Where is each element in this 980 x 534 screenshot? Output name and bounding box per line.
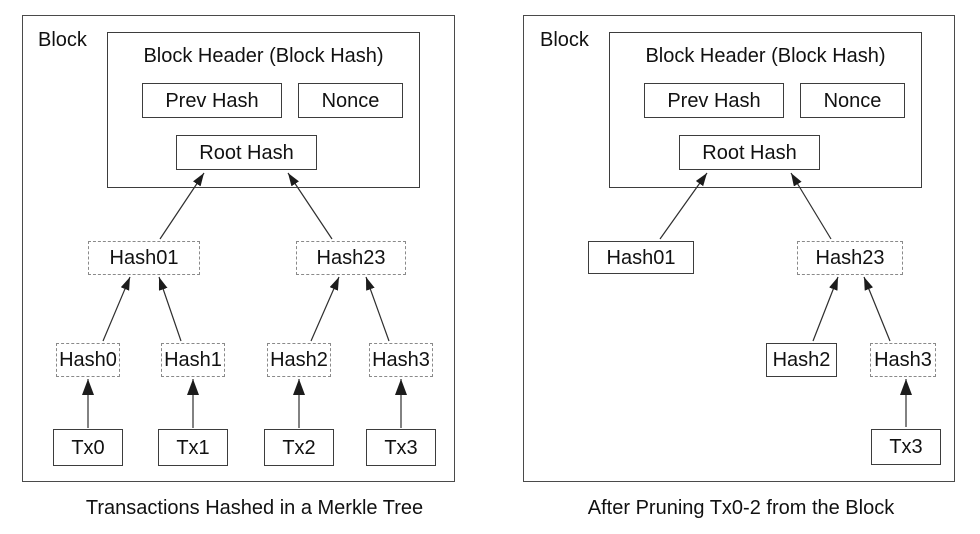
left-block-label: Block [38, 29, 87, 51]
right-block-label: Block [540, 29, 589, 51]
left-block-header-title: Block Header (Block Hash) [143, 45, 384, 67]
right-block-header-box [609, 32, 922, 188]
left-panel-caption: Transactions Hashed in a Merkle Tree [85, 497, 424, 519]
right-prev-hash-box: Prev Hash [644, 83, 784, 118]
left-tx2-node: Tx2 [264, 429, 334, 466]
left-tx1-node: Tx1 [158, 429, 228, 466]
right-panel-caption: After Pruning Tx0-2 from the Block [587, 497, 895, 519]
left-hash01-node: Hash01 [88, 241, 200, 275]
left-hash3-node: Hash3 [369, 343, 433, 377]
left-hash23-node: Hash23 [296, 241, 406, 275]
left-hash2-node: Hash2 [267, 343, 331, 377]
right-nonce-box: Nonce [800, 83, 905, 118]
right-root-hash-box: Root Hash [679, 135, 820, 170]
left-nonce-box: Nonce [298, 83, 403, 118]
left-prev-hash-box: Prev Hash [142, 83, 282, 118]
right-hash23-node: Hash23 [797, 241, 903, 275]
right-hash3-node: Hash3 [870, 343, 936, 377]
left-tx0-node: Tx0 [53, 429, 123, 466]
right-hash01-node: Hash01 [588, 241, 694, 274]
left-block-outline [22, 15, 455, 482]
left-root-hash-box: Root Hash [176, 135, 317, 170]
left-tx3-node: Tx3 [366, 429, 436, 466]
right-block-outline [523, 15, 955, 482]
right-tx3-node: Tx3 [871, 429, 941, 465]
left-hash1-node: Hash1 [161, 343, 225, 377]
right-block-header-title: Block Header (Block Hash) [645, 45, 886, 67]
left-hash0-node: Hash0 [56, 343, 120, 377]
left-block-header-box [107, 32, 420, 188]
right-hash2-node: Hash2 [766, 343, 837, 377]
